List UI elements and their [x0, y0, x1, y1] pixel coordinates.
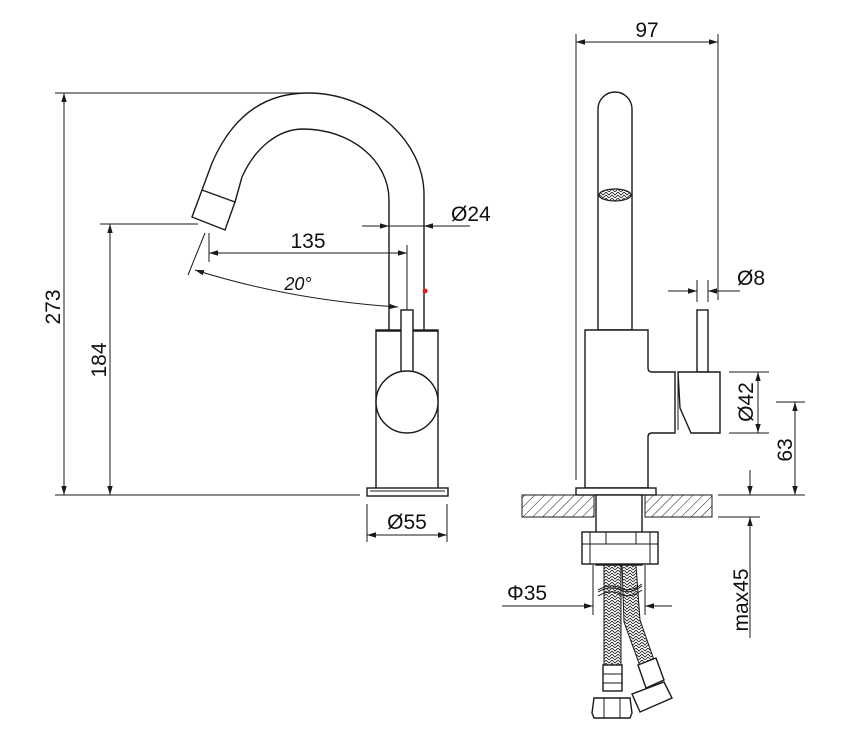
label-273: 273: [42, 289, 65, 324]
dimension-lever-diameter: Ø8: [668, 267, 765, 302]
hose-nut-left: [591, 697, 633, 719]
dimension-base-diameter: Ø55: [366, 504, 448, 542]
dimension-body-diameter: Ø42: [729, 371, 769, 434]
label-phi35: Φ35: [507, 582, 547, 605]
faucet-body: [366, 309, 449, 497]
label-d55: Ø55: [387, 511, 427, 534]
label-63: 63: [774, 438, 797, 461]
marker-dot: [422, 288, 428, 294]
label-d42: Ø42: [735, 382, 758, 422]
mounting-nut: [581, 531, 659, 565]
dimension-spout-reach: 135: [208, 230, 408, 310]
label-max45: max45: [730, 568, 753, 631]
countertop-section: [521, 494, 713, 518]
dimension-spout-diameter: Ø24: [362, 203, 491, 229]
faucet-body-front: [575, 309, 721, 496]
dimension-max-deck-thickness: max45: [718, 516, 760, 638]
dimension-shank-diameter: Φ35: [502, 565, 672, 615]
dimension-spout-height: 184: [88, 223, 198, 495]
lever-housing: [677, 371, 721, 434]
label-d24: Ø24: [451, 203, 491, 226]
label-184: 184: [88, 342, 111, 377]
label-20deg: 20°: [283, 274, 311, 294]
dimension-total-height: 273: [42, 92, 360, 496]
aerator: [191, 189, 236, 231]
front-view: 97 Ø8 Ø42: [502, 19, 805, 719]
dimension-swivel-angle: 20°: [187, 232, 399, 310]
lever-stem: [400, 309, 414, 376]
dimension-lever-height: 63: [718, 401, 805, 496]
supply-hoses: [591, 564, 673, 719]
label-97: 97: [635, 19, 658, 42]
mounting-shank: [581, 494, 659, 566]
base-plate-front: [575, 487, 657, 496]
spout: [191, 92, 425, 330]
lever-stem-front: [696, 309, 709, 373]
label-135: 135: [290, 230, 325, 253]
lever-knob: [375, 370, 439, 434]
label-d8: Ø8: [737, 267, 765, 290]
base-plate: [366, 487, 449, 497]
hose-nut-right: [631, 681, 673, 713]
dimension-total-width: 97: [575, 19, 719, 480]
aerator-front: [598, 188, 632, 202]
spout-front: [597, 91, 633, 331]
side-view: 273 184 Ø24 135: [42, 92, 491, 542]
